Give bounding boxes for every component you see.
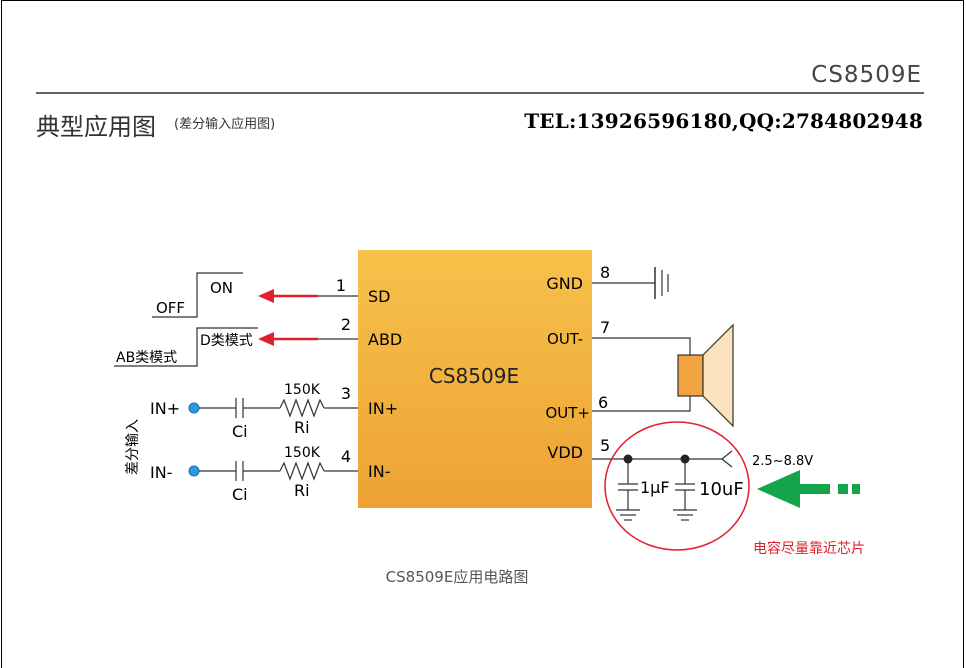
sd-switch xyxy=(152,272,243,318)
vdd-junction-2 xyxy=(680,454,690,464)
pin-number-6: 6 xyxy=(598,393,608,412)
red-arrow-sd xyxy=(258,289,318,303)
vdd-junction-1 xyxy=(623,454,633,464)
page-title: 典型应用图 xyxy=(36,113,156,141)
res-value-1: 150K xyxy=(284,382,321,398)
input-group-label: 差分输入 xyxy=(125,419,141,475)
page-subtitle: (差分输入应用图) xyxy=(174,117,276,132)
chip-body xyxy=(358,250,592,508)
pin-label-inminus: IN- xyxy=(368,462,390,481)
in-plus-wire xyxy=(199,398,330,418)
pin-number-5: 5 xyxy=(600,436,610,455)
in-plus-label: IN+ xyxy=(150,399,180,418)
in-plus-terminal xyxy=(188,402,200,414)
capacitor-note: 电容尽量靠近芯片 xyxy=(753,540,865,557)
pin-label-vdd: VDD xyxy=(547,443,583,462)
capacitor-highlight-circle xyxy=(604,421,750,551)
pin-label-outplus: OUT+ xyxy=(545,404,590,422)
header-model: CS8509E xyxy=(811,62,922,88)
pin-number-2: 2 xyxy=(341,315,351,334)
pin-number-8: 8 xyxy=(600,263,610,282)
pin-label-outminus: OUT- xyxy=(547,330,583,348)
abd-switch xyxy=(114,327,258,367)
cap-label-10uf: 10uF xyxy=(699,479,744,500)
sd-off-label: OFF xyxy=(156,299,185,317)
contact-info: TEL:13926596180,QQ:2784802948 xyxy=(524,109,923,133)
diagram-caption: CS8509E应用电路图 xyxy=(386,568,529,586)
pin-label-inplus: IN+ xyxy=(368,399,398,418)
abd-ab-label: AB类模式 xyxy=(116,350,177,366)
cap-label-ci-1: Ci xyxy=(232,422,248,441)
abd-d-label: D类模式 xyxy=(200,333,253,349)
speaker-wires xyxy=(592,337,691,412)
speaker-icon xyxy=(677,323,734,428)
chip-name: CS8509E xyxy=(429,364,519,388)
res-label-ri-2: Ri xyxy=(294,481,310,500)
header-rule xyxy=(36,92,924,94)
frame-top xyxy=(1,0,964,1)
cap-label-1uf: 1μF xyxy=(640,478,670,497)
pin-label-gnd: GND xyxy=(546,274,583,293)
pin-number-1: 1 xyxy=(336,276,346,295)
res-label-ri-1: Ri xyxy=(294,418,310,437)
pin-number-7: 7 xyxy=(600,318,610,337)
red-arrow-abd xyxy=(258,332,318,346)
in-minus-wire xyxy=(199,461,330,481)
pin-label-abd: ABD xyxy=(368,330,402,349)
supply-voltage-label: 2.5~8.8V xyxy=(752,454,813,469)
gnd-wire xyxy=(592,267,669,299)
pin-number-3: 3 xyxy=(341,384,351,403)
res-value-2: 150K xyxy=(284,445,321,461)
cap-label-ci-2: Ci xyxy=(232,485,248,504)
pin-number-4: 4 xyxy=(341,447,351,466)
in-minus-terminal xyxy=(188,465,200,477)
green-arrow xyxy=(757,470,860,508)
in-minus-label: IN- xyxy=(150,463,172,482)
frame-left xyxy=(1,0,2,668)
frame-right xyxy=(963,0,964,668)
pin-label-sd: SD xyxy=(368,287,390,306)
sd-on-label: ON xyxy=(210,279,233,297)
